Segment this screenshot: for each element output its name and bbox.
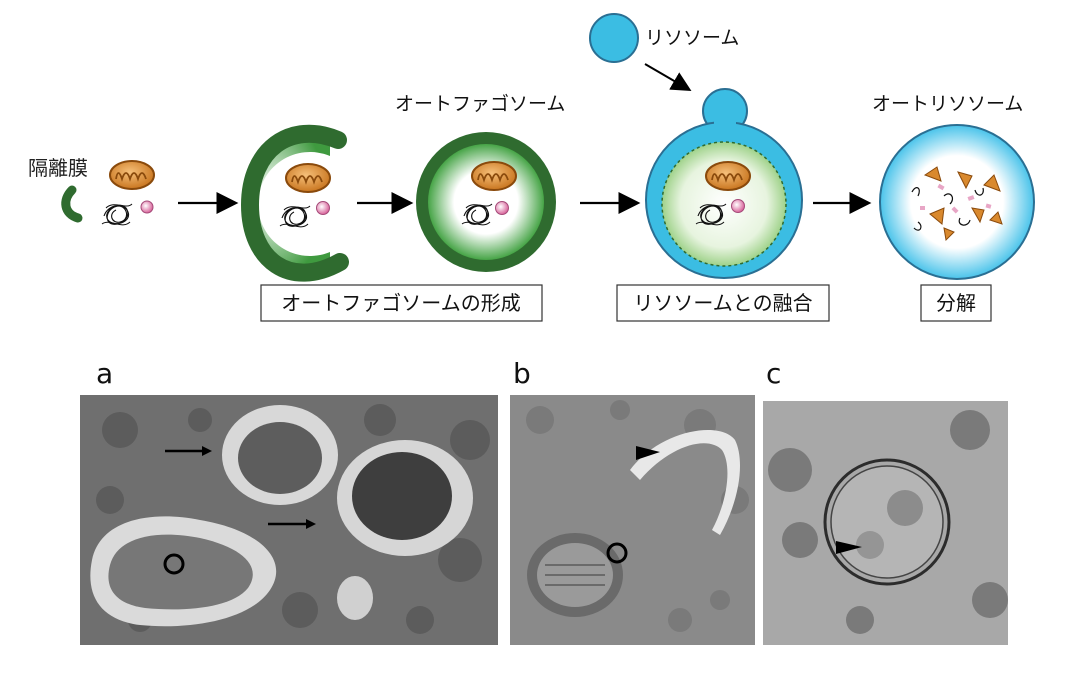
arrowhead-marker [636, 446, 660, 460]
mitochondrion-icon [285, 163, 331, 193]
circle-marker [163, 553, 185, 575]
phagophore-fill [245, 137, 330, 271]
mitochondrion-icon [705, 161, 751, 191]
protein-aggregate-icon [279, 205, 311, 228]
autophagosome-label: オートファゴソーム [395, 93, 565, 115]
panel-label-a: a [96, 357, 113, 390]
lysosome-label: リソソーム [645, 27, 739, 49]
panel-label-c: c [766, 357, 781, 390]
phagophore-membrane [240, 124, 349, 282]
fusion-neck [714, 118, 736, 128]
panel-label-b: b [513, 357, 531, 390]
vesicle-icon [731, 199, 745, 213]
fusion-box [616, 284, 830, 322]
degradation-box-label: 分解 [936, 291, 976, 315]
micrograph-b [510, 395, 755, 645]
formation-box [260, 284, 543, 322]
autophagosome-lumen [428, 144, 544, 260]
isolation-membrane-label: 隔離膜 [28, 156, 88, 180]
vesicle-icon [495, 201, 509, 215]
arrow-marker [268, 519, 316, 529]
lysosome-arrow [644, 63, 692, 92]
micrograph-a [80, 395, 498, 645]
mitochondrion-icon [471, 161, 517, 191]
circle-marker [606, 542, 628, 564]
isolation-membrane [61, 185, 83, 223]
autolysosome [879, 124, 1035, 280]
lysosome-icon [589, 13, 639, 63]
vesicle-icon [140, 200, 154, 214]
degradation-box [920, 284, 992, 322]
micrograph-c [763, 401, 1008, 645]
arrow-marker [165, 446, 212, 456]
mitochondrion-icon [109, 160, 155, 190]
amphisome-inner [661, 141, 787, 267]
protein-aggregate-icon [101, 203, 133, 226]
arrowhead-marker [836, 541, 862, 554]
formation-box-label: オートファゴソームの形成 [281, 291, 520, 315]
autolysosome-label: オートリソソーム [872, 93, 1023, 115]
fusion-box-label: リソソームとの融合 [633, 291, 812, 315]
degraded-fragments [911, 166, 1003, 242]
vesicle-icon [316, 201, 330, 215]
